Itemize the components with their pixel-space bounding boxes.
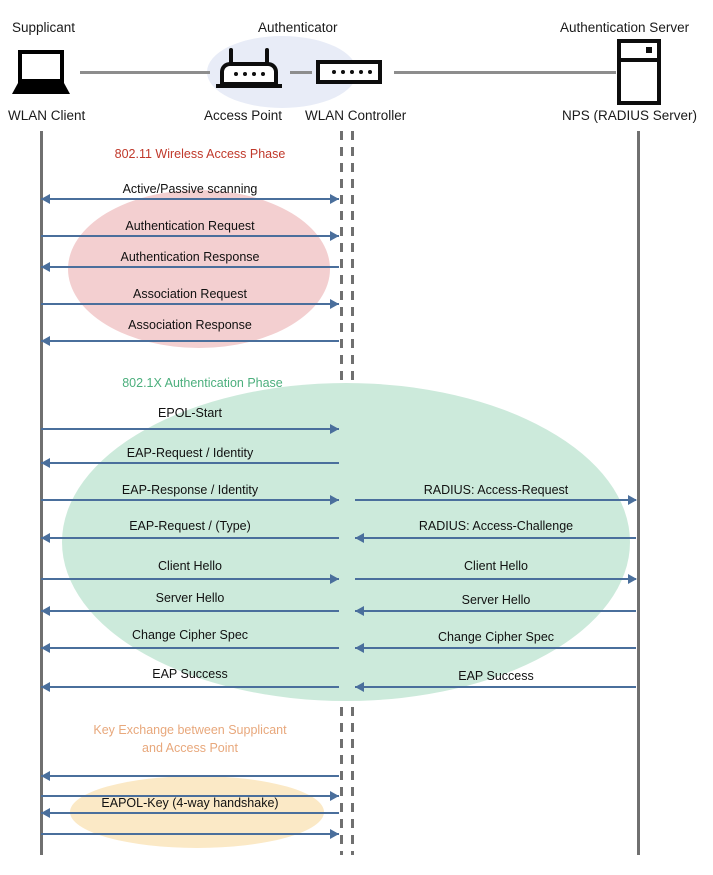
message-line-client-hello-right [355,578,636,580]
message-line-eap-response-identity [41,499,339,501]
message-label-eap-request-identity: EAP-Request / Identity [126,446,254,460]
message-label-client-hello-right: Client Hello [464,559,528,573]
wlan-controller-icon [316,60,382,84]
message-line-authentication-request [41,235,339,237]
arrowhead-left-eapol-key-3 [41,808,50,818]
arrowhead-left-authentication-response [41,262,50,272]
arrowhead-left-server-hello-left [41,606,50,616]
message-label-eapol-key-4-way-handshake: EAPOL-Key (4-way handshake) [101,796,279,810]
message-line-change-cipher-spec-left [41,647,339,649]
node-label-wlan-client: WLAN Client [8,108,86,123]
message-line-association-request [41,303,339,305]
node-label-nps-radius-server: NPS (RADIUS Server) [562,108,698,123]
role-label-supplicant: Supplicant [12,20,76,35]
message-line-association-response [41,340,339,342]
phase-title-802-11: 802.11 Wireless Access Phase [114,147,286,161]
message-label-client-hello-left: Client Hello [158,559,222,573]
message-line-radius-access-request [355,499,636,501]
arrowhead-left-eap-request-type [41,533,50,543]
node-label-wlan-controller: WLAN Controller [305,108,407,123]
server-icon [617,39,661,105]
message-line-server-hello-left [41,610,339,612]
node-label-access-point: Access Point [204,108,283,123]
message-line-eap-success-left [41,686,339,688]
message-line-eap-request-identity [41,462,339,464]
message-label-server-hello-right: Server Hello [461,593,531,607]
arrowhead-right-client-hello-left [330,574,339,584]
arrowhead-left-change-cipher-spec-left [41,643,50,653]
message-line-eapol-key-2 [41,795,339,797]
message-label-radius-access-challenge: RADIUS: Access-Challenge [418,519,574,533]
arrowhead-right-association-request [330,299,339,309]
message-label-eap-success-left: EAP Success [152,667,228,681]
message-label-change-cipher-spec-left: Change Cipher Spec [131,628,249,642]
message-line-eap-request-type [41,537,339,539]
arrowhead-right-radius-access-request [628,495,637,505]
arrowhead-right-eapol-key-4 [330,829,339,839]
wire-ap-to-controller [290,71,312,74]
arrowhead-left-association-response [41,336,50,346]
role-label-authenticator: Authenticator [258,20,338,35]
arrowhead-right-scanning [330,194,339,204]
message-label-association-request: Association Request [133,287,247,301]
message-label-authentication-response: Authentication Response [120,250,260,264]
lifeline-authentication-server [637,131,640,855]
message-line-epol-start [41,428,339,430]
arrowhead-left-eap-success-left [41,682,50,692]
access-point-icon [212,48,286,92]
message-line-active-passive-scanning [41,198,339,200]
message-label-association-response: Association Response [128,318,252,332]
message-line-eap-success-right [355,686,636,688]
message-line-radius-access-challenge [355,537,636,539]
arrowhead-left-scanning [41,194,50,204]
arrowhead-left-eap-request-identity [41,458,50,468]
phase-802-1x-highlight [62,383,630,701]
arrowhead-right-eap-response-identity [330,495,339,505]
phase-title-802-1x: 802.1X Authentication Phase [122,376,283,390]
arrowhead-left-eap-success-right [355,682,364,692]
message-label-change-cipher-spec-right: Change Cipher Spec [437,630,555,644]
arrowhead-right-client-hello-right [628,574,637,584]
message-line-client-hello-left [41,578,339,580]
arrowhead-left-eapol-key-1 [41,771,50,781]
phase-802-11-highlight [68,190,330,348]
message-label-active-passive-scanning: Active/Passive scanning [122,182,258,196]
message-line-server-hello-right [355,610,636,612]
arrowhead-left-change-cipher-spec-right [355,643,364,653]
message-label-server-hello-left: Server Hello [155,591,225,605]
message-label-radius-access-request: RADIUS: Access-Request [423,483,569,497]
role-label-authentication-server: Authentication Server [560,20,690,35]
message-line-eapol-key-1 [41,775,339,777]
arrowhead-left-server-hello-right [355,606,364,616]
message-label-eap-response-identity: EAP-Response / Identity [121,483,259,497]
message-label-eap-request-type: EAP-Request / (Type) [129,519,251,533]
message-line-eapol-key-4 [41,833,339,835]
message-label-authentication-request: Authentication Request [125,219,255,233]
arrowhead-right-authentication-request [330,231,339,241]
lifeline-supplicant [40,131,43,855]
arrowhead-left-radius-access-challenge [355,533,364,543]
message-line-change-cipher-spec-right [355,647,636,649]
laptop-icon [12,50,70,94]
wire-client-to-ap [80,71,210,74]
message-line-authentication-response [41,266,339,268]
message-label-eap-success-right: EAP Success [458,669,534,683]
message-line-eapol-key-3 [41,812,339,814]
phase-title-key-exchange: Key Exchange between Supplicant and Acce… [93,723,287,756]
arrowhead-right-epol-start [330,424,339,434]
arrowhead-right-eapol-key-2 [330,791,339,801]
wire-controller-to-server [394,71,616,74]
message-label-epol-start: EPOL-Start [158,406,222,420]
